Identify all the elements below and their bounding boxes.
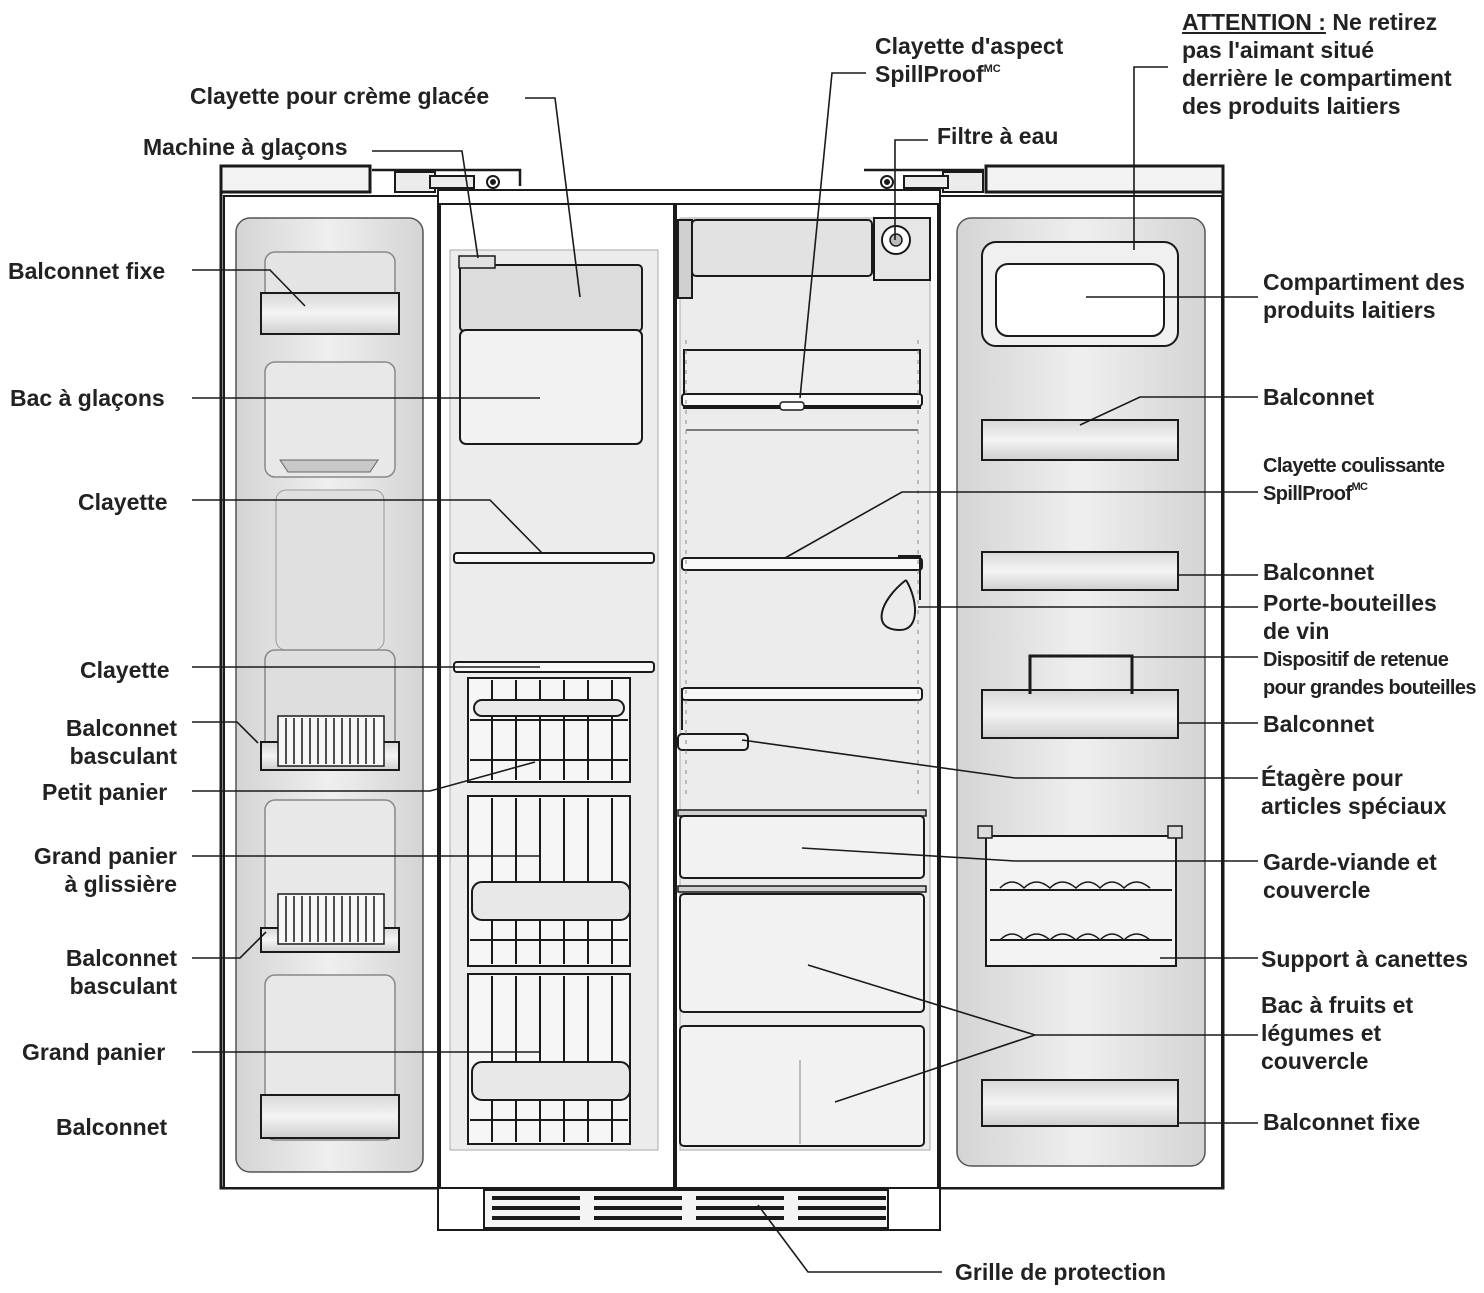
label-large-sliding-basket-line2: à glissière bbox=[64, 871, 177, 897]
label-spillproof-shelf-line1: Clayette d'aspect bbox=[875, 33, 1064, 59]
label-ice-bin: Bac à glaçons bbox=[10, 385, 165, 411]
label-wine-rack-line1: Porte-bouteilles bbox=[1263, 590, 1437, 616]
sliding-spillproof-text: SpillProof bbox=[1263, 483, 1352, 505]
label-sliding-spillproof-shelf: Clayette coulissante SpillProofMC bbox=[1263, 452, 1445, 508]
large-basket bbox=[467, 973, 631, 1145]
label-meat-line2: couvercle bbox=[1263, 877, 1371, 903]
label-ice-cream-shelf: Clayette pour crème glacée bbox=[190, 83, 490, 109]
attention-line1: ATTENTION : Ne retirez bbox=[1182, 8, 1452, 36]
label-crisper-line1: Bac à fruits et bbox=[1261, 992, 1414, 1018]
label-tilting-bin-1-line2: basculant bbox=[69, 743, 177, 769]
attention-line2: pas l'aimant situé bbox=[1182, 37, 1375, 63]
label-ice-maker: Machine à glaçons bbox=[143, 134, 348, 160]
label-crisper-line3: couvercle bbox=[1261, 1048, 1369, 1074]
label-door-bin-1: Balconnet bbox=[1263, 384, 1375, 410]
label-shelf-1: Clayette bbox=[78, 489, 168, 515]
sliding-spillproof-sup: MC bbox=[1351, 481, 1368, 493]
label-wine-rack: Porte-bouteilles de vin bbox=[1263, 589, 1437, 645]
spillproof-text: SpillProof bbox=[875, 61, 984, 87]
hinge-left bbox=[394, 171, 500, 193]
label-dairy-compartment: Compartiment des produits laitiers bbox=[1263, 268, 1465, 324]
label-spillproof-shelf: Clayette d'aspect SpillProofMC bbox=[875, 32, 1063, 88]
label-meat-drawer: Garde-viande et couvercle bbox=[1263, 848, 1437, 904]
label-water-filter: Filtre à eau bbox=[937, 123, 1059, 149]
label-spillproof-shelf-line2: SpillProofMC bbox=[875, 60, 1063, 88]
spillproof-sup: MC bbox=[983, 63, 1001, 75]
label-sliding-shelf-line1: Clayette coulissante bbox=[1263, 455, 1445, 477]
label-tilting-bin-2-line1: Balconnet bbox=[65, 945, 177, 971]
label-sliding-shelf-line2: SpillProofMC bbox=[1263, 480, 1444, 508]
label-dairy-line2: produits laitiers bbox=[1263, 297, 1436, 323]
leader-lines bbox=[192, 66, 1258, 1273]
label-attention: ATTENTION : Ne retirez pas l'aimant situ… bbox=[1182, 8, 1452, 120]
small-basket bbox=[467, 677, 631, 783]
label-dairy-line1: Compartiment des bbox=[1263, 269, 1465, 295]
label-crisper-line2: légumes et bbox=[1261, 1020, 1382, 1046]
freezer-door bbox=[223, 195, 439, 1189]
label-door-bin-3: Balconnet bbox=[1263, 711, 1375, 737]
label-meat-line1: Garde-viande et bbox=[1263, 849, 1437, 875]
label-specialty-shelf: Étagère pour articles spéciaux bbox=[1261, 764, 1446, 820]
label-fixed-bin-right: Balconnet fixe bbox=[1263, 1109, 1421, 1135]
label-small-basket: Petit panier bbox=[42, 779, 168, 805]
label-retainer-line2: pour grandes bouteilles bbox=[1263, 677, 1477, 699]
attention-line3: derrière le compartiment bbox=[1182, 65, 1452, 91]
label-tilting-bin-2: Balconnet basculant bbox=[0, 944, 177, 1000]
label-large-sliding-basket: Grand panier à glissière bbox=[0, 842, 177, 898]
label-tilting-bin-1-line1: Balconnet bbox=[65, 715, 177, 741]
fresh-food-door bbox=[939, 195, 1223, 1189]
shelf-rails bbox=[685, 340, 919, 800]
tilting-rack-1 bbox=[277, 715, 385, 767]
label-tilting-bin-2-line2: basculant bbox=[69, 973, 177, 999]
label-base-grille: Grille de protection bbox=[955, 1259, 1166, 1285]
label-large-basket: Grand panier bbox=[22, 1039, 166, 1065]
label-tilting-bin-1: Balconnet basculant bbox=[0, 714, 177, 770]
hinge-right bbox=[880, 171, 984, 193]
label-can-rack: Support à canettes bbox=[1261, 946, 1469, 972]
fresh-food-compartment bbox=[675, 203, 939, 1189]
tilting-rack-2 bbox=[277, 893, 385, 945]
label-retainer-line1: Dispositif de retenue bbox=[1263, 649, 1449, 671]
label-crisper: Bac à fruits et légumes et couvercle bbox=[1261, 991, 1413, 1075]
attention-line4: des produits laitiers bbox=[1182, 93, 1401, 119]
label-specialty-line2: articles spéciaux bbox=[1261, 793, 1447, 819]
label-bin-bottom-left: Balconnet bbox=[56, 1114, 168, 1140]
label-door-bin-2: Balconnet bbox=[1263, 559, 1375, 585]
label-tall-bottle-retainer: Dispositif de retenue pour grandes boute… bbox=[1263, 646, 1477, 702]
label-specialty-line1: Étagère pour bbox=[1261, 765, 1403, 791]
label-fixed-bin-top: Balconnet fixe bbox=[8, 258, 166, 284]
label-wine-rack-line2: de vin bbox=[1263, 618, 1330, 644]
label-large-sliding-basket-line1: Grand panier bbox=[33, 843, 177, 869]
label-shelf-2: Clayette bbox=[80, 657, 170, 683]
attention-rest: Ne retirez bbox=[1325, 9, 1438, 35]
attention-keyword: ATTENTION : bbox=[1182, 9, 1326, 35]
base-grille bbox=[437, 1187, 941, 1231]
large-sliding-basket bbox=[467, 795, 631, 967]
